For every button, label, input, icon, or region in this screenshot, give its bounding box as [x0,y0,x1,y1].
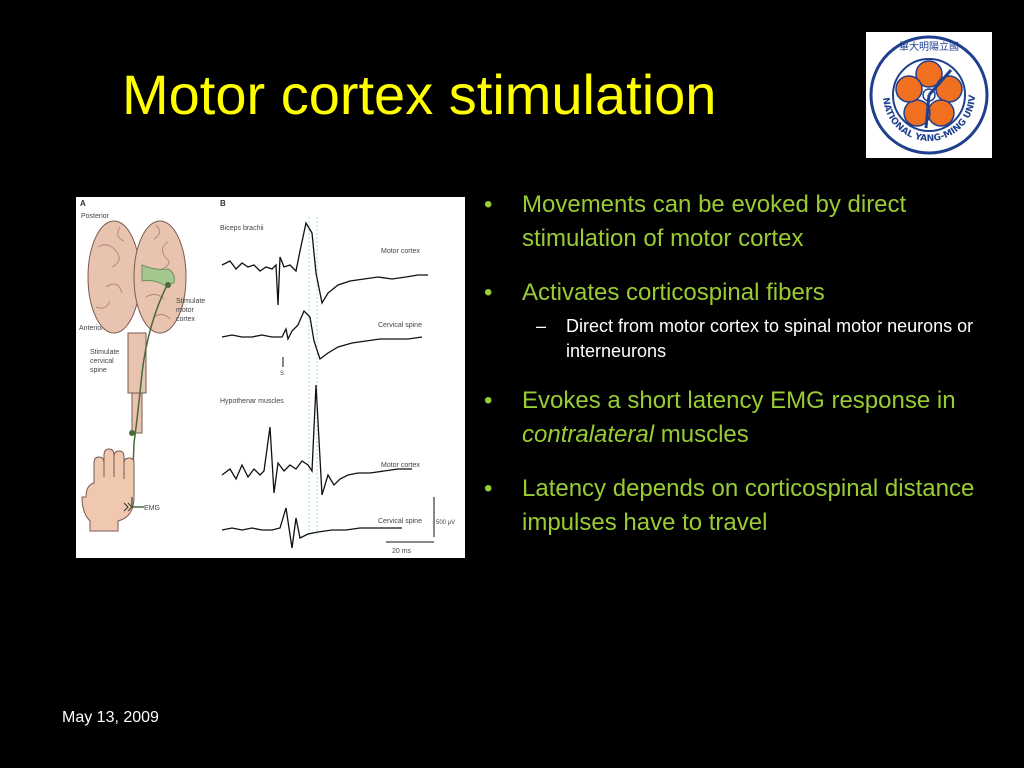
bullet-text: Latency depends on corticospinal distanc… [522,475,975,536]
bullet-item: • Movements can be evoked by direct stim… [480,188,1000,256]
sub-bullet-marker: – [536,316,547,336]
bullet-text: Activates corticospinal fibers [522,279,825,306]
bullet-marker: • [484,387,493,414]
panel-b-label: B [220,199,226,208]
stimulate-spine-label-1: Stimulate [90,349,119,356]
bullet-text-pre: Evokes a short latency EMG response in [522,387,956,414]
stimulate-motor-label-3: cortex [176,316,196,323]
bullet-marker: • [484,191,493,218]
bullet-marker: • [484,279,493,306]
trace-label-motor-cortex-1: Motor cortex [381,248,420,255]
stimulation-figure: A Posterior Anterior Stimulate motor cor… [76,197,465,558]
bullet-item: • Activates corticospinal fibers – Direc… [480,276,1000,364]
latency-arrow [313,202,369,215]
slide-title: Motor cortex stimulation [122,63,717,126]
emg-label: EMG [144,505,160,512]
trace-label-cervical-spine-2: Cervical spine [378,518,422,525]
hand-illustration [81,448,135,532]
stimulus-marker: S [280,371,284,377]
sub-bullet-item: – Direct from motor cortex to spinal mot… [480,314,1000,364]
bullet-text: Movements can be evoked by direct stimul… [522,191,907,252]
trace-label-motor-cortex-2: Motor cortex [381,462,420,469]
latency-annotation: Latency difference [377,201,457,229]
university-logo: NATIONAL YANG-MING UNIVERSITY 畢大明陽立國 [866,32,992,158]
bullet-item: • Evokes a short latency EMG response in… [480,384,1000,452]
posterior-label: Posterior [81,213,110,220]
panel-a-label: A [80,199,86,208]
emg-trace-biceps-motor [221,221,428,306]
voltage-scale-label: 500 μV [436,520,455,526]
bullet-item: • Latency depends on corticospinal dista… [480,472,1000,540]
stimulate-motor-label-1: Stimulate [176,298,205,305]
emg-trace-biceps-spine [221,309,423,361]
emg-trace-hypothenar-motor [221,384,412,496]
stimulate-spine-label-2: cervical [90,358,114,365]
bullet-emphasis: contralateral [522,421,655,448]
biceps-label: Biceps brachii [220,225,264,232]
slide-date: May 13, 2009 [62,709,159,726]
logo-glyphs: 畢大明陽立國 [899,40,959,53]
anterior-label: Anterior [79,325,104,332]
stimulate-spine-label-3: spine [90,367,107,374]
emg-trace-hypothenar-spine [221,507,402,549]
bullet-marker: • [484,475,493,502]
bullet-list: • Movements can be evoked by direct stim… [480,188,1000,560]
stimulate-motor-label-2: motor [176,307,195,314]
latency-line-1: Latency [377,202,416,214]
brain-illustration [87,220,187,498]
trace-label-cervical-spine-1: Cervical spine [378,322,422,329]
sub-bullet-text: Direct from motor cortex to spinal motor… [566,316,974,361]
hypothenar-label: Hypothenar muscles [220,398,284,405]
latency-line-2: difference [377,216,426,228]
bullet-text-post: muscles [654,421,749,448]
time-scale-label: 20 ms [392,548,412,555]
